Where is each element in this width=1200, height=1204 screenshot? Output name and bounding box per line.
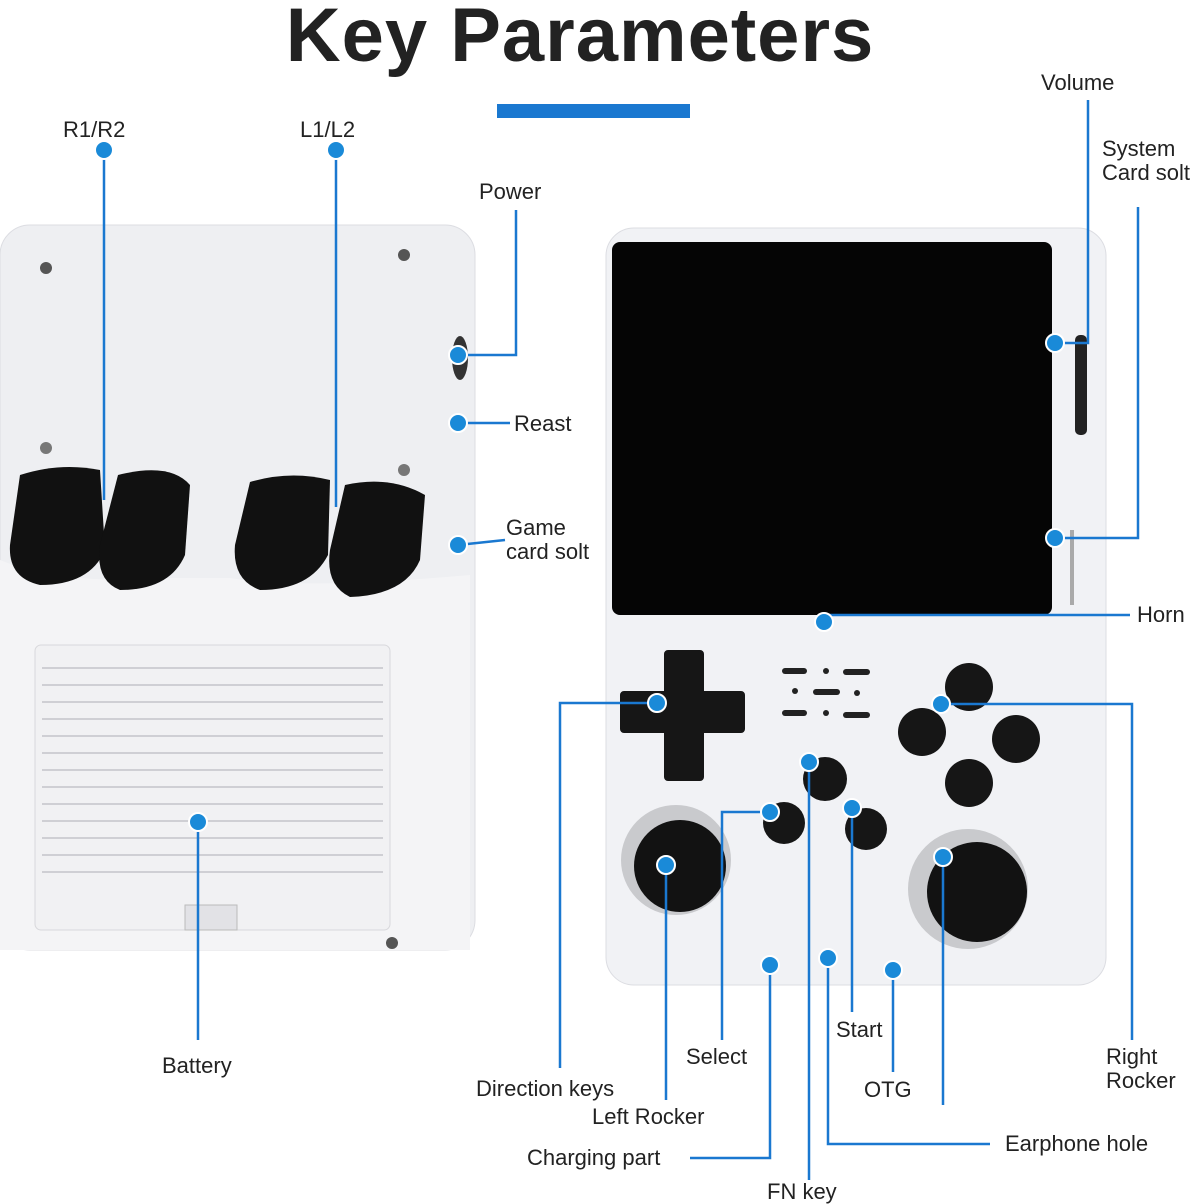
- label-system-card-2: Card solt: [1102, 160, 1191, 185]
- page-title: Key Parameters: [285, 0, 875, 78]
- device-back: [0, 224, 476, 951]
- leader-line-right-rocker: [941, 702, 1134, 1040]
- callout-dot-earphone-hole: [818, 948, 838, 968]
- label-left-rocker: Left Rocker: [592, 1104, 705, 1129]
- label-reset: Reast: [514, 411, 572, 436]
- right-stick: [908, 829, 1028, 949]
- label-otg: OTG: [864, 1077, 912, 1102]
- callout-dot-right-stick: [933, 847, 953, 867]
- callout-dot-power: [448, 345, 468, 365]
- callout-dot-battery: [188, 812, 208, 832]
- label-earphone-hole: Earphone hole: [1005, 1131, 1149, 1156]
- callout-dot-select: [760, 802, 780, 822]
- speaker-grille: [782, 668, 870, 718]
- leader-line-charging-part: [690, 965, 772, 1160]
- label-right-rocker-2: Rocker: [1106, 1068, 1176, 1093]
- left-stick: [621, 805, 731, 915]
- callout-dot-otg: [883, 960, 903, 980]
- leader-line-volume: [1055, 100, 1090, 345]
- callout-dot-start: [842, 798, 862, 818]
- screen: [612, 242, 1052, 615]
- label-power: Power: [479, 179, 542, 204]
- callout-dot-horn: [814, 612, 834, 632]
- label-game-card-2: card solt: [506, 539, 590, 564]
- callout-dot-l1l2: [326, 140, 346, 160]
- leader-line-earphone-hole: [826, 958, 990, 1146]
- label-start: Start: [836, 1017, 883, 1042]
- callout-dot-r1r2: [94, 140, 114, 160]
- callout-dot-game-card: [448, 535, 468, 555]
- battery-cover: [34, 644, 391, 931]
- callout-dot-fn-key: [799, 752, 819, 772]
- callout-dot-direction-keys: [647, 693, 667, 713]
- leader-line-system-card: [1055, 207, 1140, 540]
- callout-dot-left-rocker: [656, 855, 676, 875]
- label-l1l2: L1/L2: [300, 117, 356, 142]
- leader-line-direction-keys: [558, 701, 657, 1068]
- label-direction-keys: Direction keys: [476, 1076, 615, 1101]
- label-charging-part: Charging part: [527, 1145, 661, 1170]
- callout-dot-reset: [448, 413, 468, 433]
- callout-dot-charging-part: [760, 955, 780, 975]
- callout-dot-system-card: [1045, 528, 1065, 548]
- title-underline: [497, 104, 690, 118]
- label-volume: Volume: [1041, 70, 1115, 95]
- label-game-card-1: Game: [506, 515, 566, 540]
- callout-dots: [94, 140, 1065, 980]
- label-system-card-1: System: [1102, 136, 1176, 161]
- callout-dot-volume: [1045, 333, 1065, 353]
- label-fn-key: FN key: [767, 1179, 837, 1204]
- leader-line-power: [458, 210, 518, 357]
- shoulder-buttons: [9, 466, 425, 597]
- label-select: Select: [686, 1044, 748, 1069]
- label-battery: Battery: [162, 1053, 232, 1078]
- callout-dot-right-rocker: [931, 694, 951, 714]
- label-horn: Horn: [1137, 602, 1185, 627]
- label-right-rocker-1: Right: [1106, 1044, 1158, 1069]
- dpad: [620, 650, 745, 781]
- device-front: [605, 227, 1107, 986]
- leader-line-select: [720, 810, 770, 1040]
- label-r1r2: R1/R2: [63, 117, 126, 142]
